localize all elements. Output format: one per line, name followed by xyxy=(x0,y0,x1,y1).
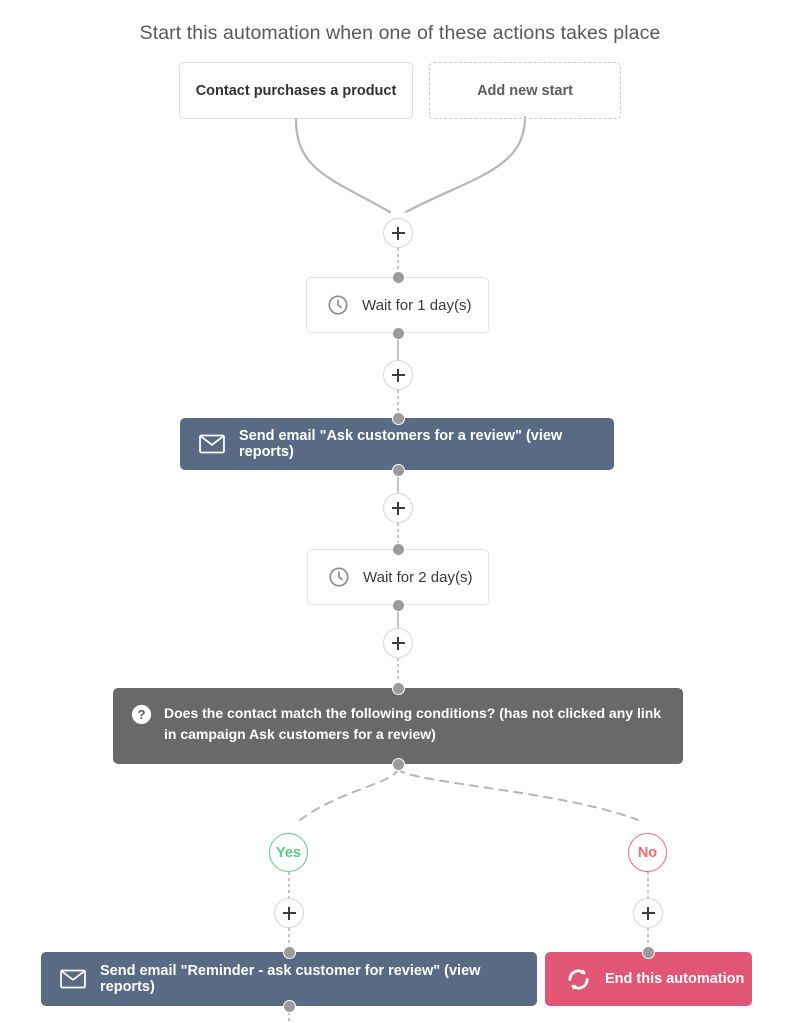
connector-dot-email2-top xyxy=(282,945,296,959)
trigger-label: Contact purchases a product xyxy=(195,82,397,99)
email1-label: Send email "Ask customers for a review" … xyxy=(239,428,563,460)
connector-dot-wait1-bottom xyxy=(391,326,405,340)
clock-icon xyxy=(329,567,349,587)
add-step-button-1[interactable] xyxy=(383,218,413,248)
clock-icon xyxy=(328,295,348,315)
wait1-label: Wait for 1 day(s) xyxy=(362,296,472,314)
loop-arrows-icon xyxy=(568,968,589,990)
branch-yes-label: Yes xyxy=(276,844,301,861)
node-end-this-automation[interactable]: End this automation xyxy=(545,952,752,1006)
add-step-button-6[interactable] xyxy=(633,898,663,928)
envelope-icon xyxy=(60,969,86,989)
condition-label: Does the contact match the following con… xyxy=(164,705,662,742)
branch-no[interactable]: No xyxy=(628,833,667,872)
connector-dot-email1-top xyxy=(391,411,405,425)
wire-condition-to-no xyxy=(397,767,639,821)
node-condition-check[interactable]: ? Does the contact match the following c… xyxy=(113,688,683,764)
connector-dot-wait2-bottom xyxy=(391,598,405,612)
add-new-start-label: Add new start xyxy=(477,82,573,99)
connector-dot-end-top xyxy=(641,945,655,959)
node-wait-for-2-days[interactable]: Wait for 2 day(s) xyxy=(307,549,489,605)
end-label: End this automation xyxy=(605,971,745,987)
wire-trigger2-to-plus xyxy=(404,115,527,214)
question-mark-icon: ? xyxy=(131,704,152,731)
connector-dot-condition-bottom xyxy=(391,757,405,771)
node-send-email-ask-customers-for-a-review[interactable]: Send email "Ask customers for a review" … xyxy=(180,418,614,470)
connector-dot-wait1-top xyxy=(391,270,405,284)
wire-condition-to-yes xyxy=(299,767,399,821)
node-wait-for-1-day[interactable]: Wait for 1 day(s) xyxy=(306,277,489,333)
add-new-start-button[interactable]: Add new start xyxy=(429,62,621,119)
connector-dot-email2-bottom xyxy=(282,999,296,1013)
envelope-icon xyxy=(199,434,225,454)
connector-dot-wait2-top xyxy=(391,542,405,556)
branch-no-label: No xyxy=(637,844,658,861)
node-send-email-reminder-ask-customer-for-review[interactable]: Send email "Reminder - ask customer for … xyxy=(41,952,537,1006)
connector-dot-condition-top xyxy=(391,681,405,695)
email2-label: Send email "Reminder - ask customer for … xyxy=(100,963,481,995)
add-step-button-5[interactable] xyxy=(274,898,304,928)
svg-text:?: ? xyxy=(137,707,145,722)
wire-trigger1-to-plus xyxy=(294,117,392,214)
page-title: Start this automation when one of these … xyxy=(139,22,661,44)
connector-dot-email1-bottom xyxy=(391,463,405,477)
add-step-button-3[interactable] xyxy=(383,493,413,523)
trigger-contact-purchases-a-product[interactable]: Contact purchases a product xyxy=(179,62,413,119)
branch-yes[interactable]: Yes xyxy=(269,833,308,872)
add-step-button-4[interactable] xyxy=(383,628,413,658)
wait2-label: Wait for 2 day(s) xyxy=(363,568,473,586)
add-step-button-2[interactable] xyxy=(383,360,413,390)
